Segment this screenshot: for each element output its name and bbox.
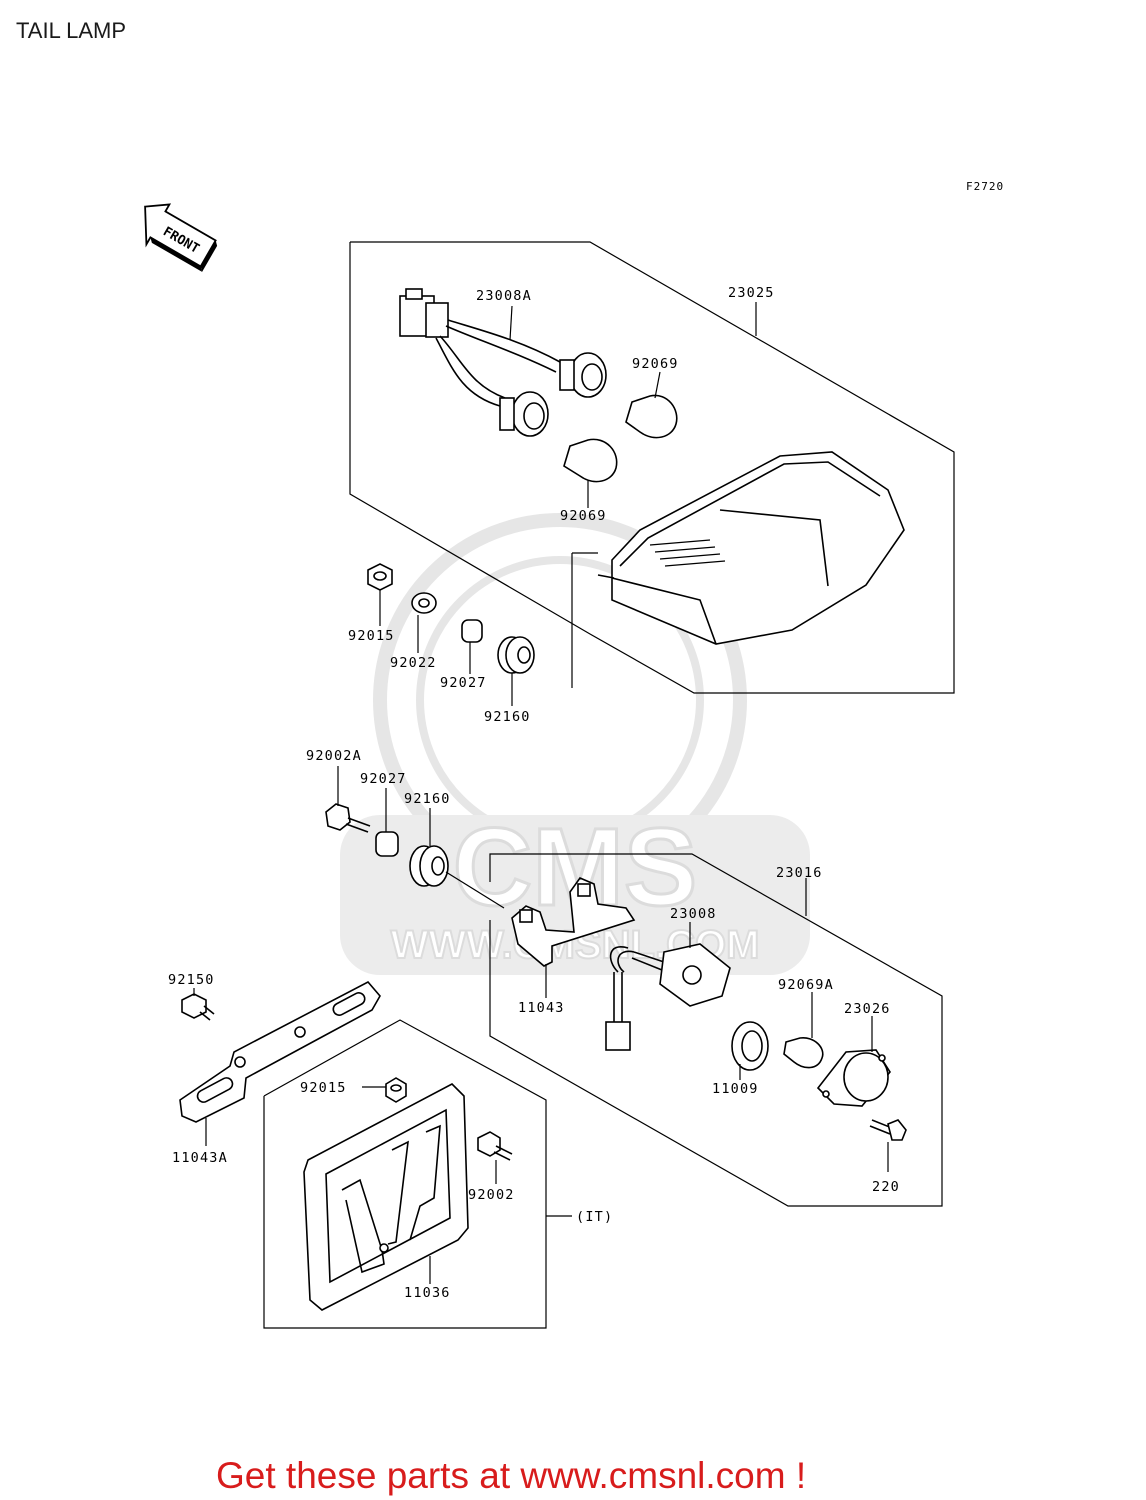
collar-92027-mid	[375, 831, 399, 857]
label-92022: 92022	[390, 655, 437, 671]
figure-code: F2720	[966, 180, 1004, 193]
nut-92015-top	[367, 563, 393, 591]
region-23016	[489, 853, 943, 1207]
label-92015-top: 92015	[348, 628, 395, 644]
label-92027-mid: 92027	[360, 771, 407, 787]
label-92015-bottom: 92015	[300, 1080, 347, 1096]
label-92150: 92150	[168, 972, 215, 988]
label-11043: 11043	[518, 1000, 565, 1016]
label-92160-top: 92160	[484, 709, 531, 725]
label-23025: 23025	[728, 285, 775, 301]
bolt-92150	[181, 993, 215, 1021]
plate-holder-11036	[303, 1083, 469, 1311]
bracket-11043	[511, 877, 636, 967]
label-11043A: 11043A	[172, 1150, 228, 1166]
nut-92015-bottom	[385, 1077, 407, 1103]
label-23008A: 23008A	[476, 288, 532, 304]
promo-link[interactable]: Get these parts at www.cmsnl.com !	[216, 1455, 806, 1496]
bolt-92002A	[325, 803, 371, 833]
socket-23008	[605, 943, 731, 1051]
tail-lamp-body	[597, 451, 905, 645]
label-region-it: (IT)	[576, 1209, 613, 1225]
collar-92027-top	[461, 619, 483, 643]
page-title: TAIL LAMP	[16, 18, 126, 43]
bracket-11043A	[179, 980, 381, 1123]
lens-23026	[816, 1049, 891, 1107]
region-23025	[349, 241, 955, 694]
label-92069-bottom: 92069	[560, 508, 607, 524]
bulb-92069-top	[625, 394, 678, 439]
bolt-92002	[477, 1131, 513, 1161]
bulb-92069A	[783, 1037, 824, 1069]
region-it	[263, 1019, 547, 1329]
grommet-92160-top	[497, 636, 535, 674]
label-92027-top: 92027	[440, 675, 487, 691]
washer-92022	[411, 592, 437, 614]
label-23026: 23026	[844, 1001, 891, 1017]
label-23016: 23016	[776, 865, 823, 881]
label-11009: 11009	[712, 1081, 759, 1097]
label-92002: 92002	[468, 1187, 515, 1203]
gasket-11009	[731, 1021, 769, 1071]
label-92069A: 92069A	[778, 977, 834, 993]
label-220: 220	[872, 1179, 900, 1195]
label-92069-top: 92069	[632, 356, 679, 372]
bulb-92069-bottom	[563, 438, 618, 483]
label-11036: 11036	[404, 1285, 451, 1301]
screw-220	[869, 1119, 907, 1141]
wiring-harness-23008A	[399, 288, 607, 437]
watermark: CMS WWW.CMSNL.COM	[340, 513, 810, 975]
label-23008: 23008	[670, 906, 717, 922]
grommet-92160-mid	[409, 845, 449, 887]
label-92002A: 92002A	[306, 748, 362, 764]
label-92160-mid: 92160	[404, 791, 451, 807]
front-arrow-icon: FRONT	[144, 203, 218, 272]
